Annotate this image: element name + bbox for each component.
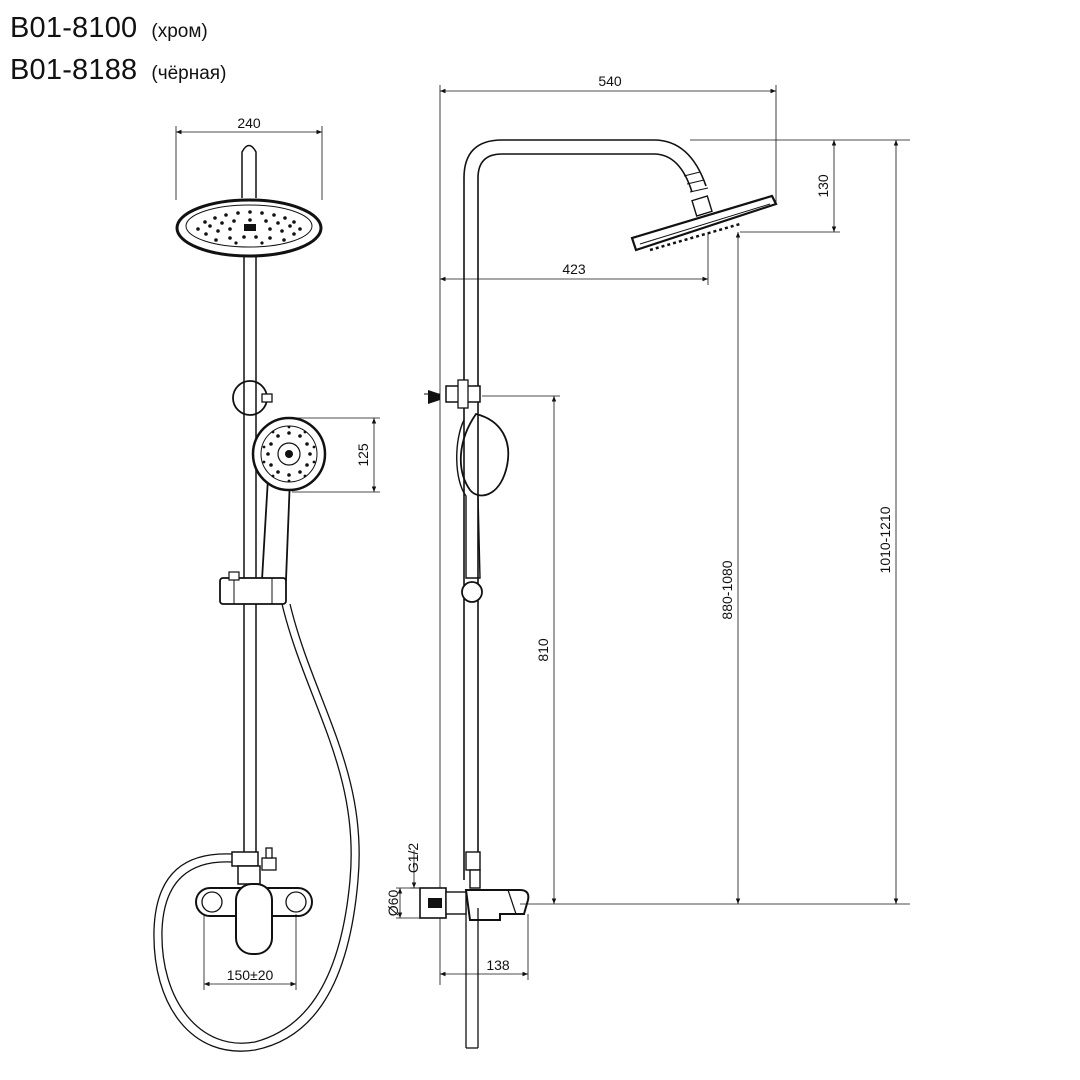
dim-head-width-label: 240 [237, 115, 261, 131]
dim-arm-reach: 423 [440, 232, 709, 285]
diverter-side [465, 851, 481, 889]
hose-side [465, 908, 479, 1049]
dim-inlet-spacing-label: 150±20 [227, 967, 274, 983]
dim-holder-height-label: 810 [535, 638, 551, 662]
rail-and-arm-side [463, 139, 709, 880]
front-view: 240 [153, 115, 380, 1052]
dim-flange-label: Ø60 [385, 890, 401, 917]
dim-flange: Ø60 [385, 887, 420, 919]
dim-head-width: 240 [175, 115, 323, 200]
title-block: B01-8100 (хром) B01-8188 (чёрная) [10, 12, 226, 96]
model-line-black: B01-8188 (чёрная) [10, 54, 226, 96]
model-finish-black: (чёрная) [151, 63, 227, 84]
dim-head-height: 880-1080 [719, 232, 741, 904]
side-view: 540 130 423 [385, 73, 910, 1049]
mixer-side [419, 887, 530, 921]
wall-bracket-front [232, 380, 273, 416]
dim-head-drop: 130 [690, 139, 910, 233]
rain-head-side [630, 194, 778, 252]
dim-head-drop-label: 130 [815, 174, 831, 198]
model-code-black: B01-8188 [10, 54, 138, 86]
wall-bracket-side [424, 379, 481, 409]
dim-head-height-label: 880-1080 [719, 560, 735, 619]
dim-total-height: 1010-1210 [877, 140, 899, 904]
dim-mixer-depth: 138 [440, 914, 529, 980]
dim-arm-span-label: 540 [598, 73, 622, 89]
mixer-front [195, 883, 313, 955]
dim-hand-shower: 125 [292, 417, 380, 493]
dim-arm-span: 540 [440, 73, 777, 205]
hose-front [153, 603, 360, 1052]
arm-top [241, 144, 257, 198]
dim-hand-shower-label: 125 [355, 443, 371, 467]
hand-shower-side [456, 412, 510, 603]
dim-holder-height: 810 [482, 395, 560, 904]
hand-shower-front [251, 416, 327, 581]
dim-total-height-label: 1010-1210 [877, 506, 893, 573]
diverter-front [231, 847, 277, 885]
slide-holder-front [219, 571, 287, 605]
dim-thread-label: G1/2 [405, 843, 421, 874]
dim-arm-reach-label: 423 [562, 261, 586, 277]
model-finish-chrome: (хром) [151, 21, 208, 42]
dim-mixer-depth-label: 138 [486, 957, 510, 973]
model-code-chrome: B01-8100 [10, 12, 138, 44]
rain-head-front [175, 198, 323, 258]
model-line-chrome: B01-8100 (хром) [10, 12, 226, 54]
dim-inlet-spacing: 150±20 [203, 914, 297, 990]
